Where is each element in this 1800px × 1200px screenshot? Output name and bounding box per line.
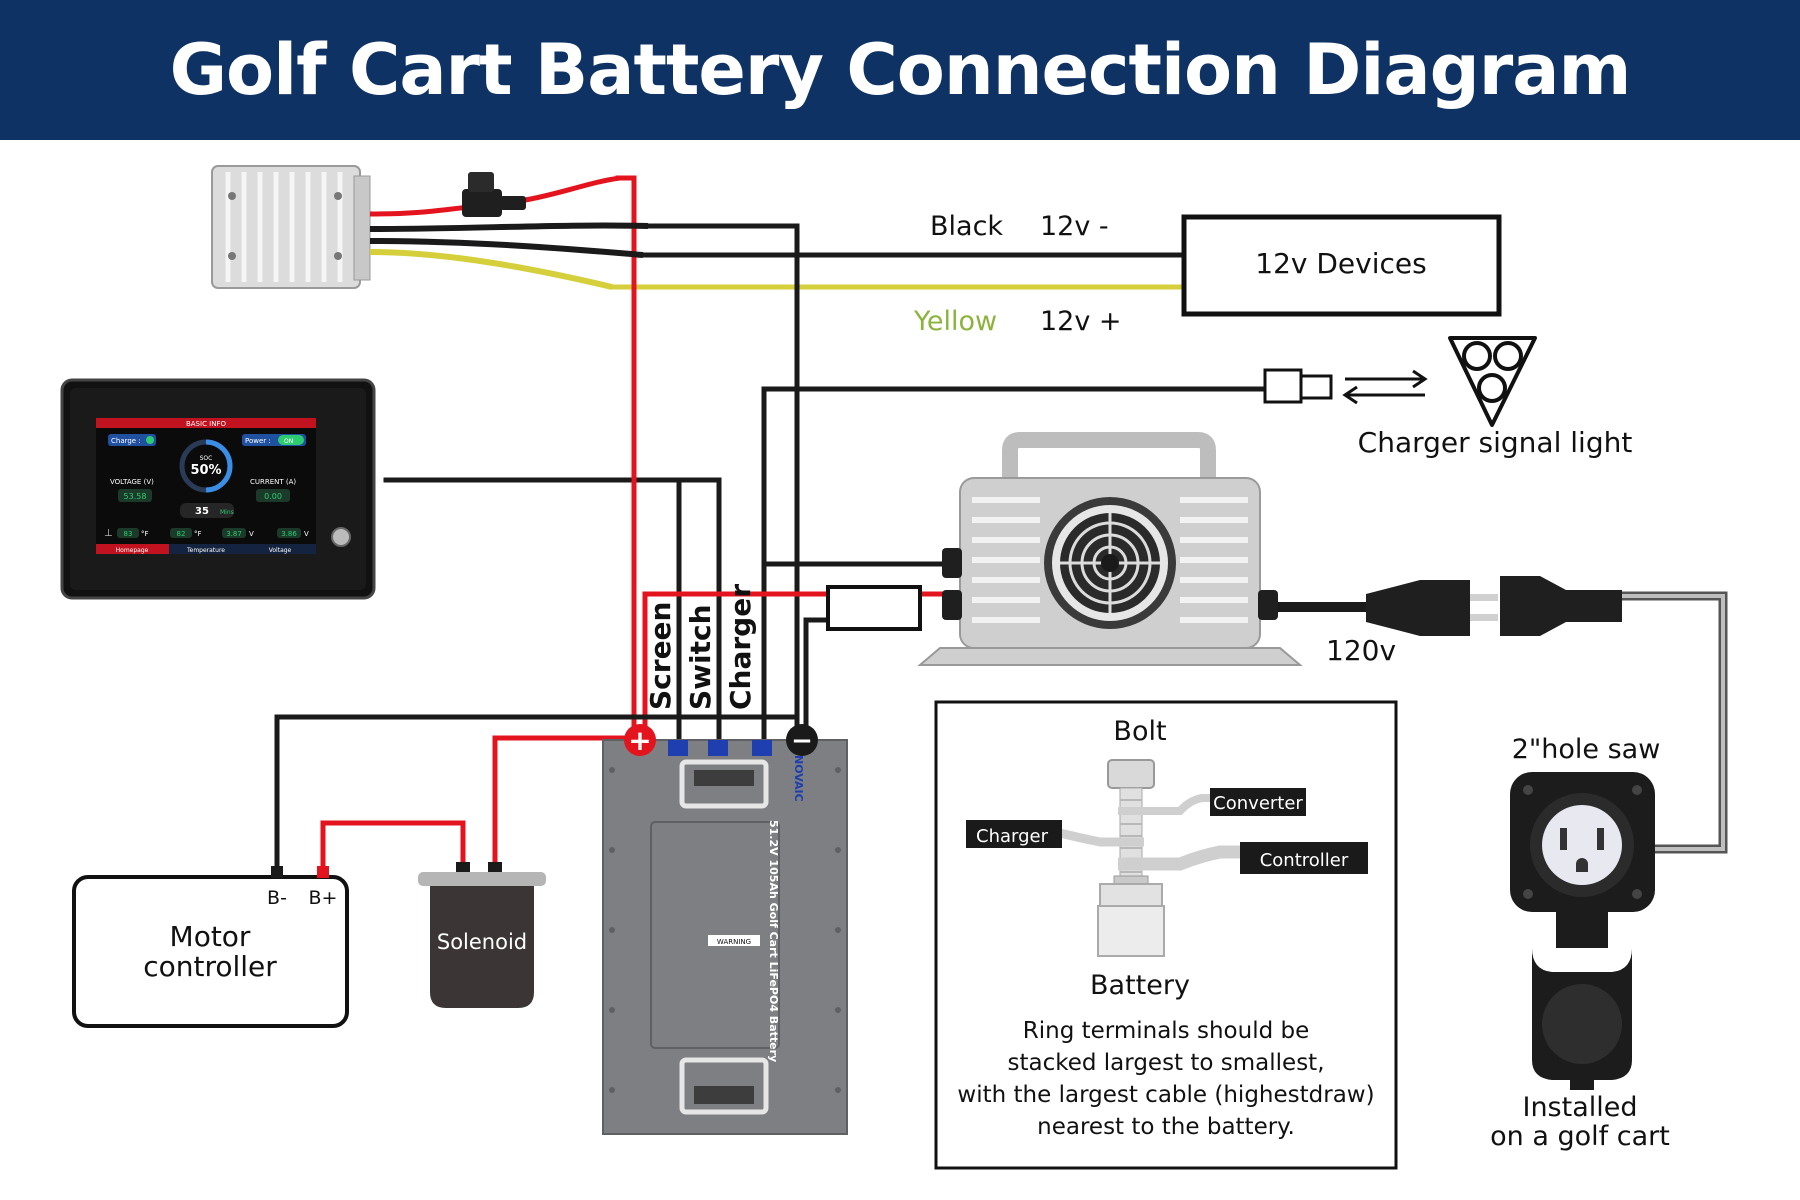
bolt-label: Bolt [1113,716,1166,747]
screen-current-label: CURRENT (A) [250,478,296,486]
ac-voltage-label: 120v [1326,634,1396,667]
screen-minutes-unit: Mins [220,509,234,516]
battery-brand: NOVAIC [792,755,805,802]
wire-battery-to-solenoid [492,735,643,877]
battery-positive-terminal [624,724,656,756]
screen-tab-temperature: Temperature [186,547,225,554]
controller-cable-label-bg [1240,842,1368,874]
terminal-b-minus: B- [267,887,287,909]
solenoid: Solenoid [418,862,546,1008]
wire-converter-positive [615,175,637,741]
charger-signal-light-label: Charger signal light [1358,426,1633,459]
screen-cell2: 3.86 [281,530,297,538]
screen-cell-unit-2: V [304,530,309,538]
minus-icon: − [791,726,813,756]
yellow-wire-voltage: 12v + [1040,306,1122,337]
thermometer-icon: ⊥ [104,528,113,539]
yellow-wire-label: Yellow [913,306,997,337]
stack-note-line-2: stacked largest to smallest, [1007,1050,1324,1076]
charger-cable-label: Charger [976,826,1049,847]
black-wire-voltage: 12v - [1040,211,1109,242]
screen-tab-voltage: Voltage [269,547,292,554]
screen-button [331,527,351,547]
wire-controller-b-minus [274,714,800,877]
inline-fuse [462,172,526,217]
wire-solenoid-to-controller [320,820,466,877]
stack-note-line-3: with the largest cable (highestdraw) [957,1082,1374,1108]
screen-temp1: 83 [124,530,133,538]
stack-note-line-1: Ring terminals should be [1023,1018,1310,1044]
ac-extension-cord-inner [1620,594,1725,851]
terminal-stack-panel: Bolt Converter Charger Controller B [934,700,1398,1170]
screen-voltage-label: VOLTAGE (V) [110,478,154,486]
screen-header: BASIC INFO [186,420,227,428]
plus-icon: + [628,724,651,757]
stack-note-line-4: nearest to the battery. [1037,1114,1295,1140]
motor-controller-label-2: controller [143,950,277,983]
charger-fuse [826,585,922,631]
screen-charge-label: Charge : [111,437,141,445]
screen-cell1: 3.87 [226,530,242,538]
charger-cable-label-bg [966,820,1062,848]
converter-label: Converter [1213,793,1303,814]
solenoid-label: Solenoid [437,930,527,954]
lifepo4-battery: 51.2V 105Ah Golf Cart LiFePO4 Battery NO… [602,724,848,1135]
installed-label-2: on a golf cart [1490,1121,1670,1152]
12v-devices-label: 12v Devices [1255,247,1426,280]
lead-label-switch: Switch [684,604,717,710]
screen-temp-unit-1: °F [141,530,149,538]
battery-warning: WARNING [717,938,751,946]
lead-label-charger: Charger [724,584,757,710]
wire-screen-cable [383,477,722,743]
installed-label-1: Installed [1522,1092,1637,1123]
title-banner: Golf Cart Battery Connection Diagram [0,0,1800,140]
battery-post-label: Battery [1090,970,1190,1001]
screen-current-value: 0.00 [264,492,282,501]
screen-power-state: ON [284,438,293,445]
screen-minutes-value: 35 [195,506,209,517]
ac-plug [1366,576,1622,636]
charger-signal-light: Charger signal light [1263,336,1633,459]
12v-devices-box: 12v Devices [1181,214,1502,317]
controller-label: Controller [1260,850,1349,871]
battery-monitor-screen: BASIC INFO Charge : Power : ON SOC 50% V… [60,378,376,600]
motor-controller: B- B+ Motor controller [72,866,349,1028]
screen-cell-unit-1: V [249,530,254,538]
screen-soc-value: 50% [190,463,221,478]
charging-inlet: 2"hole saw Installed on a golf cart [1490,734,1670,1152]
battery-charger [826,432,1303,666]
motor-controller-label-1: Motor [170,920,251,953]
screen-voltage-value: 53.58 [124,492,147,501]
hole-saw-label: 2"hole saw [1512,734,1661,765]
lead-label-screen: Screen [644,602,677,711]
screen-temp2: 82 [177,530,186,538]
screen-soc-label: SOC [200,455,213,462]
battery-negative-terminal [786,724,818,756]
converter-cable-label-bg [1210,788,1306,816]
black-wire-label: Black [930,211,1003,242]
screen-power-label: Power : [245,437,271,445]
dc-dc-converter [211,165,649,290]
page-title: Golf Cart Battery Connection Diagram [169,29,1632,111]
screen-tab-homepage: Homepage [116,547,149,554]
wire-charger-signal [761,386,1268,743]
terminal-b-plus: B+ [309,887,338,909]
screen-temp-unit-2: °F [194,530,202,538]
battery-model-label: 51.2V 105Ah Golf Cart LiFePO4 Battery [767,820,780,1062]
